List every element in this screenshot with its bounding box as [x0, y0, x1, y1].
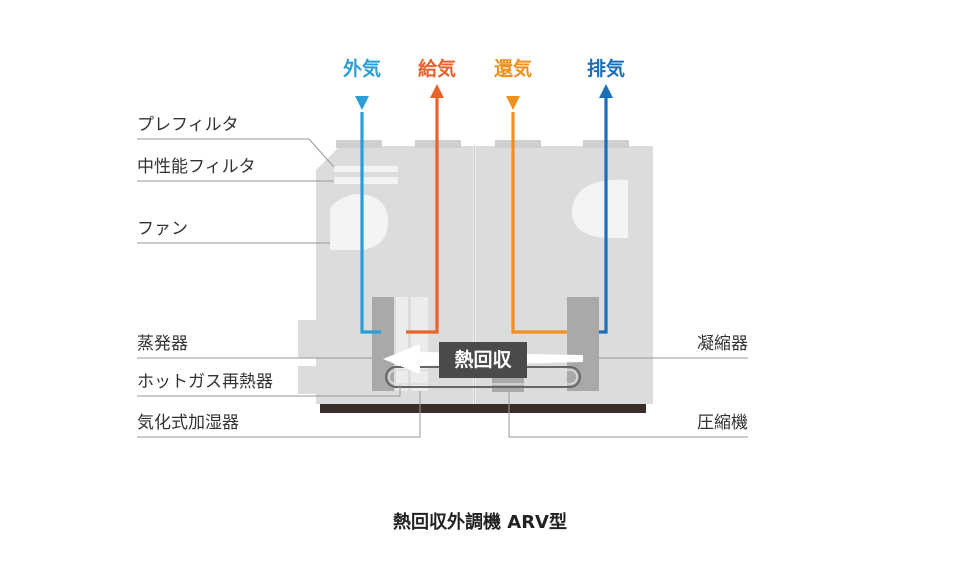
compressor-label: 圧縮機 [697, 413, 748, 433]
prefilter-element [334, 166, 398, 172]
exhaust-air-path [599, 96, 608, 334]
condenser-coil-block [567, 297, 599, 391]
exhaust-fan-shape [571, 179, 628, 238]
duct-cap-outdoor [336, 140, 382, 148]
fan-label: ファン [137, 219, 188, 239]
return-air-arrowhead [506, 96, 520, 110]
duct-cap-return [495, 140, 541, 148]
supply-fan-shape [330, 194, 388, 250]
outdoor-air-path [360, 112, 381, 334]
outdoor-air-label: 外気 [342, 58, 381, 80]
heat-recovery-badge: 熱回収 [439, 342, 527, 378]
exhaust-air-label: 排気 [586, 58, 625, 80]
base-plate [320, 404, 646, 413]
leader-prefilter [137, 138, 335, 168]
condenser-label: 凝縮器 [697, 334, 748, 354]
prefilter-label: プレフィルタ [137, 115, 239, 135]
outdoor-air-arrowhead [355, 96, 369, 110]
humidifier-label: 気化式加湿器 [137, 413, 239, 433]
leader-reheater [137, 385, 401, 397]
supply-air-arrowhead [430, 84, 444, 98]
return-air-path [511, 112, 567, 334]
supply-air-path [406, 96, 439, 334]
evaporator-coil-block [372, 297, 394, 391]
medium-filter-element [334, 177, 398, 184]
reheater-coil-light [396, 297, 408, 391]
diagram-caption: 熱回収外調機 ARV型 [393, 512, 567, 533]
hot-gas-reheater-label: ホットガス再熱器 [137, 372, 273, 392]
housing-left-chamfer [316, 146, 340, 170]
medium-filter-label: 中性能フィルタ [137, 157, 256, 177]
leader-compressor [508, 392, 748, 438]
leader-humidifier [137, 391, 421, 438]
exhaust-air-arrowhead [599, 84, 613, 98]
humidifier-element [411, 297, 428, 391]
return-air-label: 還気 [493, 58, 532, 80]
supply-air-label: 給気 [417, 58, 456, 80]
evaporator-label: 蒸発器 [137, 334, 188, 354]
side-duct-upper [298, 320, 316, 358]
side-duct-lower [298, 366, 316, 394]
